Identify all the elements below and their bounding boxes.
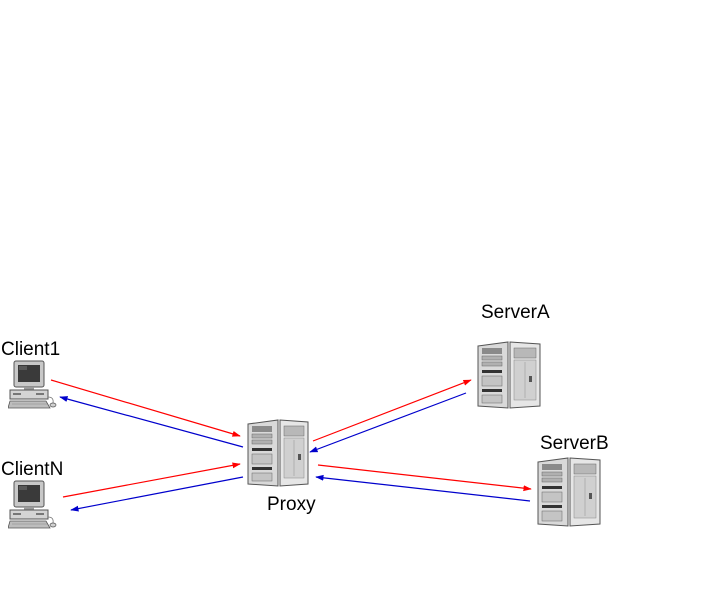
proxy-server-icon xyxy=(246,418,312,488)
client1-computer-icon xyxy=(7,359,58,411)
clientn-label: ClientN xyxy=(1,459,64,480)
serverb-server-icon xyxy=(536,456,604,528)
arrow-proxy-to-serverb xyxy=(317,464,532,492)
servera-label: ServerA xyxy=(481,302,550,323)
serverb-label: ServerB xyxy=(540,433,609,454)
arrow-proxy-to-servera xyxy=(312,379,472,442)
proxy-label: Proxy xyxy=(267,494,316,515)
arrow-proxy-to-clientn xyxy=(70,476,244,512)
clientn-computer-icon xyxy=(7,479,58,531)
arrow-clientn-to-proxy xyxy=(62,462,241,498)
arrow-client1-to-proxy xyxy=(50,379,241,437)
client1-label: Client1 xyxy=(1,339,61,360)
arrow-proxy-to-client1 xyxy=(59,396,244,448)
servera-server-icon xyxy=(476,340,544,410)
arrow-servera-to-proxy xyxy=(309,392,467,453)
arrow-serverb-to-proxy xyxy=(315,474,531,502)
